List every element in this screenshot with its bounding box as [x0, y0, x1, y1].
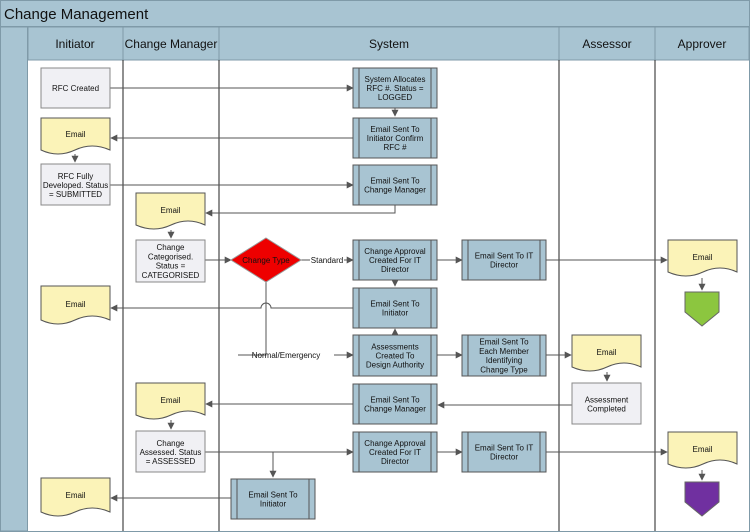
approver-email-label-1: Email	[692, 253, 712, 262]
change-type-label: Change Type	[242, 256, 290, 265]
initiator-email-doc-1	[40, 117, 111, 155]
edge-decision-normal-a	[238, 282, 267, 356]
cm-email-doc-2	[135, 382, 206, 420]
cm-email-label-1: Email	[160, 206, 180, 215]
assessment-completed-box	[571, 382, 642, 425]
lane-label-assessor: Assessor	[582, 37, 631, 51]
lane-header-initiator	[27, 26, 124, 61]
lane-label-system: System	[369, 37, 409, 51]
sys-email-it-2-box	[461, 431, 547, 473]
approver-email-label-2: Email	[692, 445, 712, 454]
title-bar	[0, 0, 750, 27]
edge-sys-to-cm-email	[205, 205, 396, 217]
sys-approval-2-box	[352, 431, 438, 473]
initiator-email-label-3: Email	[65, 491, 85, 500]
sys-approval-1-box	[352, 239, 438, 281]
sys-email-members-box	[461, 334, 547, 377]
connectors	[71, 84, 706, 502]
approver-email-doc-1	[667, 239, 738, 277]
rfc-created-label: RFC Created	[52, 84, 99, 93]
lane-label-initiator: Initiator	[55, 37, 94, 51]
rfc-developed-box	[40, 163, 111, 206]
rfc-created-box	[40, 67, 111, 109]
initiator-email-doc-2	[40, 285, 111, 325]
approver-email-doc-2	[667, 431, 738, 469]
sys-email-cm-2-box	[352, 383, 438, 425]
sys-assessments-box	[352, 334, 438, 377]
sys-email-init-2-box	[230, 478, 316, 520]
change-categorised-box	[135, 239, 206, 283]
approver-offpage-connector-purple	[684, 481, 720, 517]
approver-offpage-connector-green	[684, 291, 720, 327]
sys-email-cm-1-box	[352, 164, 438, 206]
lane-label-change-manager: Change Manager	[125, 37, 218, 51]
edge-label-normal-emergency: Normal/Emergency	[252, 351, 320, 360]
assessor-email-doc	[571, 334, 642, 372]
lane-header-system	[218, 26, 560, 61]
sys-email-it-1-box	[461, 239, 547, 281]
change-type-decision	[230, 237, 302, 283]
system-processes	[230, 67, 547, 520]
initiator-email-label-2: Email	[65, 300, 85, 309]
cm-email-doc-1	[135, 192, 206, 230]
lane-label-approver: Approver	[678, 37, 727, 51]
sys-email-confirm-box	[352, 117, 438, 159]
cm-email-label-2: Email	[160, 396, 180, 405]
diagram-title: Change Management	[4, 6, 149, 23]
sys-allocates-box	[352, 67, 438, 109]
left-strip	[0, 26, 28, 532]
assessor-email-label: Email	[596, 348, 616, 357]
lane-header-assessor	[558, 26, 656, 61]
change-assessed-box	[135, 430, 206, 473]
initiator-email-doc-3	[40, 477, 111, 517]
edge-label-standard: Standard	[311, 256, 343, 265]
lane-header-approver	[654, 26, 750, 61]
sys-email-init-1-box	[352, 287, 438, 329]
initiator-email-label-1: Email	[65, 130, 85, 139]
